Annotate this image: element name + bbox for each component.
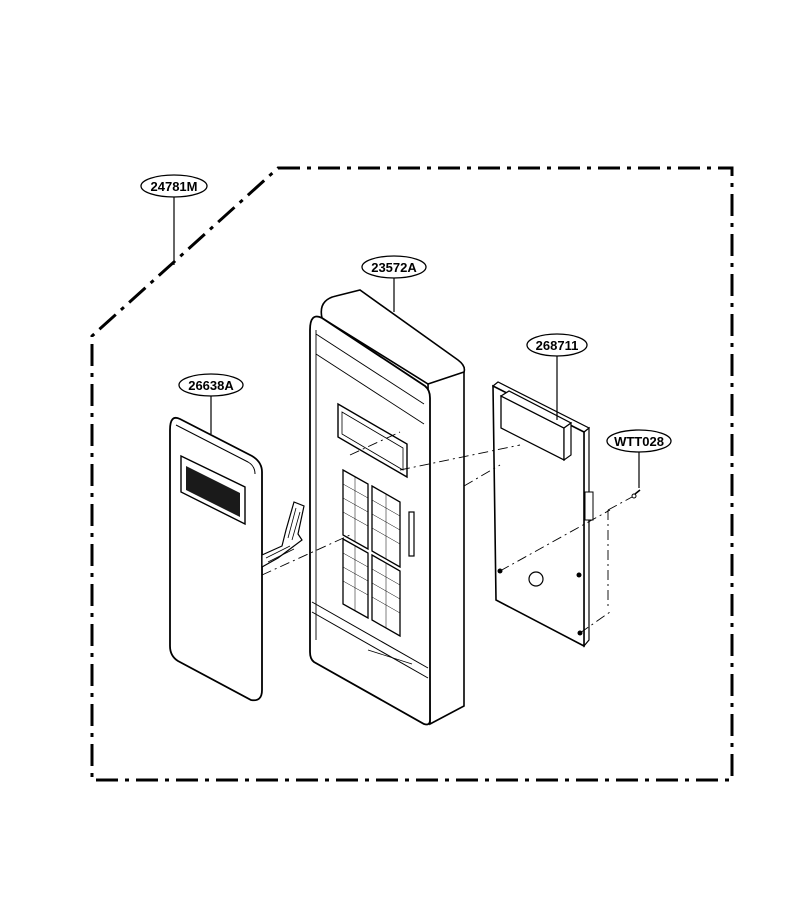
frame-key-grid xyxy=(342,468,401,638)
callout-24781M: 24781M xyxy=(140,174,208,198)
svg-text:26638A: 26638A xyxy=(188,378,234,393)
pcb-board xyxy=(491,381,594,648)
svg-text:268711: 268711 xyxy=(536,338,579,353)
callout-23572A: 23572A xyxy=(361,255,427,279)
callout-26638A: 26638A xyxy=(178,373,244,397)
ribbon-cable xyxy=(261,501,305,569)
membrane-keypad xyxy=(169,416,305,702)
latch-slot xyxy=(408,511,415,557)
explosion-lines xyxy=(261,431,633,634)
svg-text:WTT028: WTT028 xyxy=(614,434,664,449)
frame-display-window xyxy=(337,402,408,479)
callout-WTT028: WTT028 xyxy=(606,429,672,453)
assembly-boundary xyxy=(90,166,734,782)
svg-text:24781M: 24781M xyxy=(151,179,198,194)
svg-text:23572A: 23572A xyxy=(371,260,417,275)
callout-268711: 268711 xyxy=(526,333,588,357)
screw xyxy=(631,489,641,499)
control-panel-frame xyxy=(309,289,466,726)
leader-lines xyxy=(173,196,640,488)
